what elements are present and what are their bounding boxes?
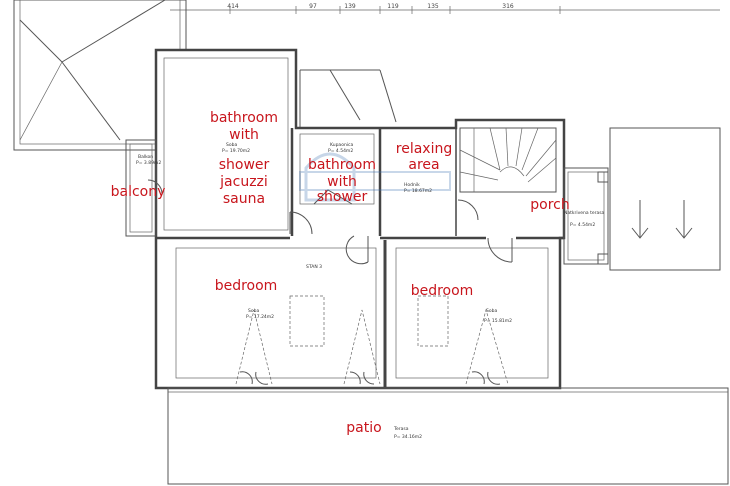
porch-label: porch [530, 197, 569, 213]
relaxing-area: P= 18.67m2 [404, 188, 432, 194]
bathroom-main-label-line: bathroom [210, 110, 278, 126]
bathroom-main-label-line: jacuzzi [219, 174, 268, 190]
patio-label: patio [346, 420, 381, 436]
balcony-area: P= 3.89m2 [136, 160, 161, 166]
dimension-line: 414 97 139 119 135 316 [170, 3, 720, 14]
relaxing-code: Hodnik [404, 182, 420, 188]
bathroom-small-label-line: bathroom [308, 157, 376, 173]
porch-area: P= 4.54m2 [570, 222, 595, 228]
room-labels: bathroom with shower jacuzzi sauna bathr… [111, 110, 570, 436]
bathroom-small-label-line: shower [317, 189, 368, 205]
bathroom-main-label-line: sauna [223, 191, 265, 207]
bathroom-main-label-line: shower [219, 157, 270, 173]
bathroom-small-area: P= 4.54m2 [328, 148, 353, 154]
roof-right [609, 127, 721, 271]
dim-label: 316 [502, 3, 514, 10]
windows [235, 295, 509, 385]
porch-code: Natkrivena terasa [564, 210, 605, 216]
room-codes: Balkon P= 3.89m2 Soba P= 19.70m2 Kupaoni… [136, 142, 605, 440]
bathroom-small-code: Kupaonica [330, 142, 354, 148]
outer-walls [154, 48, 566, 390]
balcony [125, 139, 157, 237]
porch [563, 167, 609, 265]
patio [167, 387, 729, 485]
bedroom-left-area: P= 17.24m2 [246, 314, 274, 320]
dim-label: 414 [227, 3, 239, 10]
bedroom-right-area: P= 15.81m2 [484, 318, 512, 324]
unit-code: STAN 3 [306, 264, 322, 270]
bathroom-small-label-line: with [327, 174, 357, 190]
balcony-code: Balkon [138, 154, 153, 160]
bedroom-left-code: Soba [248, 308, 259, 314]
dim-label: 119 [387, 3, 399, 10]
relaxing-label-line: relaxing [396, 141, 452, 157]
watermark-logo [299, 152, 451, 202]
dim-label: 135 [427, 3, 439, 10]
interior-walls [156, 128, 564, 388]
roof-centre [299, 69, 397, 128]
dim-label: 139 [344, 3, 356, 10]
patio-area: P= 34.16m2 [394, 434, 422, 440]
balcony-label: balcony [111, 184, 166, 200]
bedroom-right-label: bedroom [411, 283, 474, 299]
bathroom-main-area: P= 19.70m2 [222, 148, 250, 154]
bathroom-main-code: Soba [226, 142, 237, 148]
dim-label: 97 [309, 3, 317, 10]
bedroom-right-code: Soba [486, 308, 497, 314]
staircase [459, 127, 557, 193]
doors [147, 179, 513, 265]
patio-code: Terasa [393, 426, 409, 432]
bathroom-main-label-line: with [229, 127, 259, 143]
bedroom-left-label: bedroom [215, 278, 278, 294]
relaxing-label-line: area [408, 157, 439, 173]
